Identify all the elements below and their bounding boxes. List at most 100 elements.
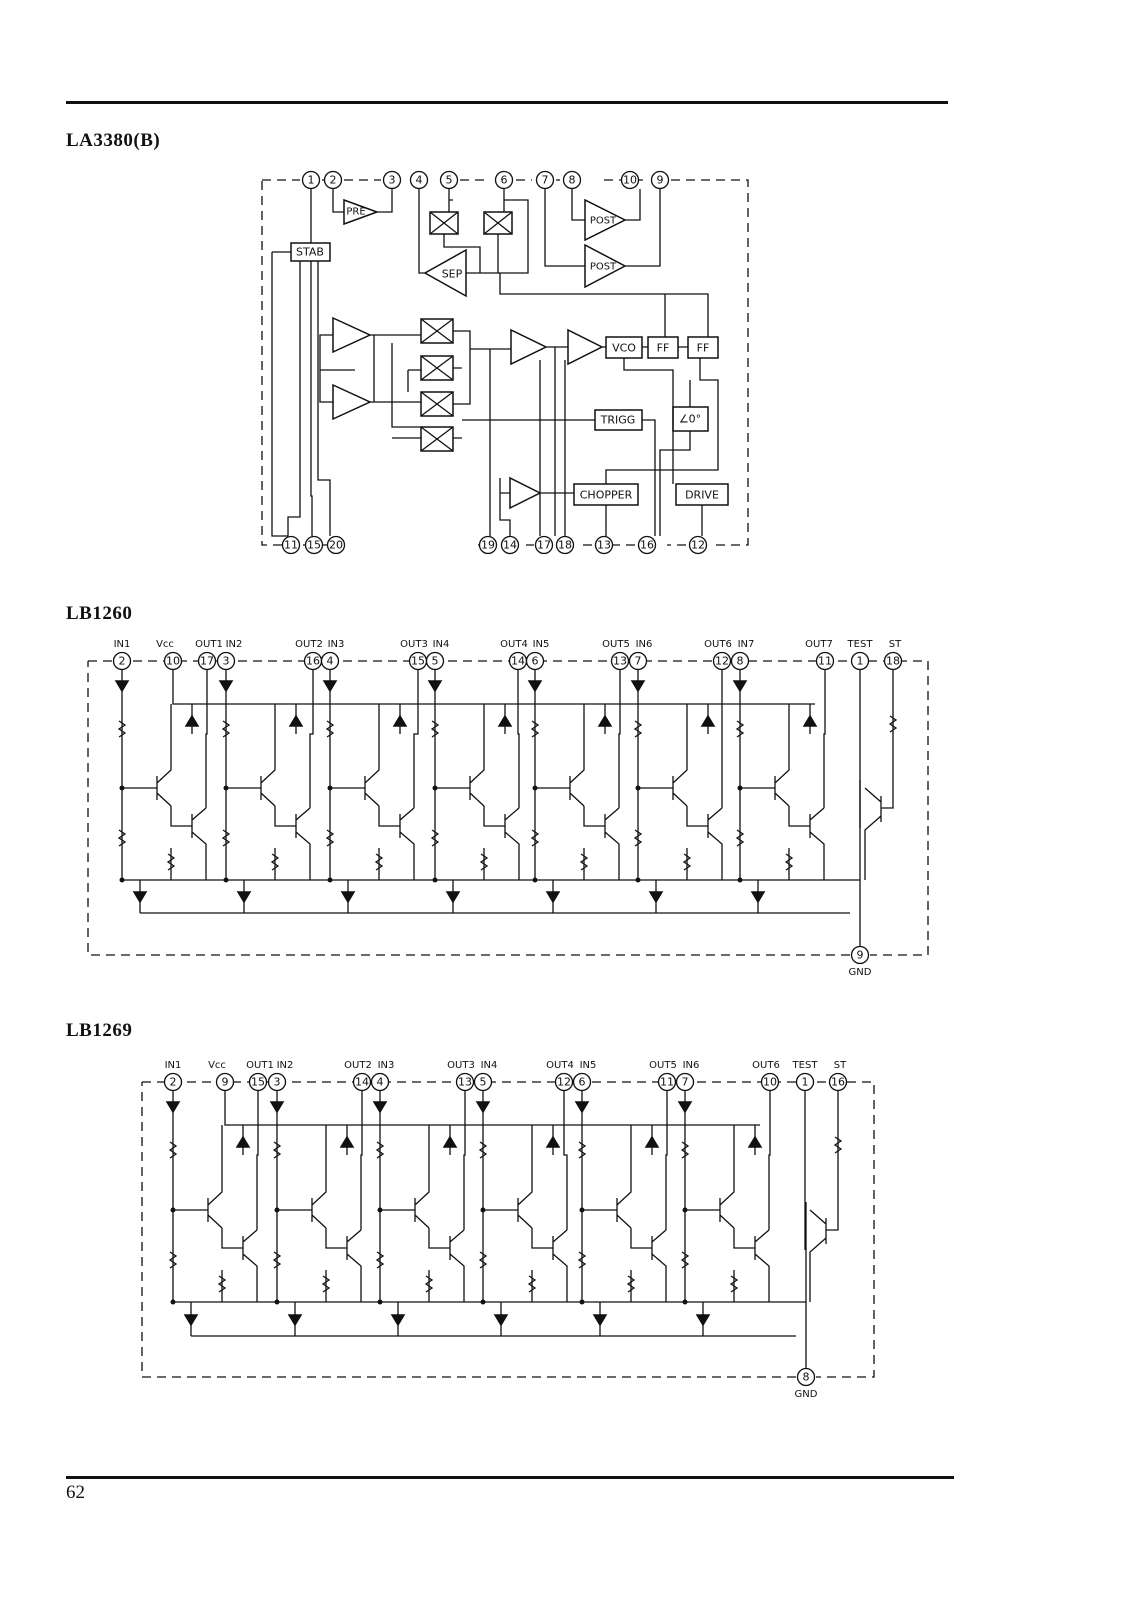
lb1269-pin-label: Vcc bbox=[208, 1060, 226, 1071]
la3380-top-pin-number: 8 bbox=[569, 174, 576, 187]
lb1260-pin-number: 2 bbox=[119, 655, 126, 668]
lb1269-pin-number: 3 bbox=[274, 1076, 281, 1089]
la3380-bottom-pin-number: 11 bbox=[284, 539, 298, 552]
lb1260-pin-label: OUT3 bbox=[400, 639, 428, 650]
lb1260-pin: 7 bbox=[628, 651, 648, 671]
lb1260-pin: 3 bbox=[216, 651, 236, 671]
post2-label: POST bbox=[590, 262, 617, 273]
lb1260-pin-number: 17 bbox=[200, 655, 214, 668]
lb1260-pin: 16 bbox=[303, 651, 323, 671]
lb1260-pin-label: IN6 bbox=[636, 639, 653, 650]
lb1269-pin-label: OUT4 bbox=[546, 1060, 574, 1071]
la3380-top-pin: 7 bbox=[535, 170, 555, 190]
bottom-rule bbox=[66, 1476, 954, 1479]
lb1269-pin-label: OUT3 bbox=[447, 1060, 475, 1071]
lb1269-title: LB1269 bbox=[66, 1020, 133, 1041]
lb1260-pin: 8 bbox=[730, 651, 750, 671]
lb1269-pin-number: 13 bbox=[458, 1076, 472, 1089]
pre-label: PRE bbox=[346, 207, 365, 218]
la3380-top-pin: 8 bbox=[562, 170, 582, 190]
lb1269-pin: 15 bbox=[248, 1072, 268, 1092]
lb1269-pin-number: 4 bbox=[377, 1076, 384, 1089]
lb1269-pin: 13 bbox=[455, 1072, 475, 1092]
lb1260-pin-number: 14 bbox=[511, 655, 525, 668]
lb1260-pin-label: IN1 bbox=[114, 639, 131, 650]
lb1260-pin-number: 3 bbox=[223, 655, 230, 668]
la3380-top-pin: 3 bbox=[382, 170, 402, 190]
lb1269-pin-number: 14 bbox=[355, 1076, 369, 1089]
trigg-block: TRIGG bbox=[594, 409, 643, 431]
lb1260-pin: 1 bbox=[850, 651, 870, 671]
lb1269-pin-number: 15 bbox=[251, 1076, 265, 1089]
lb1260-pin-label: IN7 bbox=[738, 639, 755, 650]
lb1269-pin-number: 10 bbox=[763, 1076, 777, 1089]
lb1269-pin: 7 bbox=[675, 1072, 695, 1092]
lb1269-pin-number: 7 bbox=[682, 1076, 689, 1089]
sep-label: SEP bbox=[442, 268, 463, 281]
lb1260-body: 2IN110Vcc17OUT13IN216OUT24IN315OUT35IN41… bbox=[87, 639, 929, 978]
lb1260-pin: 4 bbox=[320, 651, 340, 671]
ff-block-2: FF bbox=[687, 336, 719, 359]
lb1260-pin: 17 bbox=[197, 651, 217, 671]
lb1260-title: LB1260 bbox=[66, 603, 133, 624]
lb1260-pin: 2 bbox=[112, 651, 132, 671]
la3380-top-pin: 4 bbox=[409, 170, 429, 190]
lb1260-pin-number: 13 bbox=[613, 655, 627, 668]
lb1260-pin: 14 bbox=[508, 651, 528, 671]
la3380-top-pin: 10 bbox=[620, 170, 640, 190]
vco-label: VCO bbox=[612, 342, 636, 355]
lb1260-pin-number: 18 bbox=[886, 655, 900, 668]
lb1260-pin-number: 5 bbox=[432, 655, 439, 668]
lb1269-pin: 4 bbox=[370, 1072, 390, 1092]
lb1260-pin-label: TEST bbox=[847, 639, 874, 650]
la3380-bottom-pin: 18 bbox=[555, 535, 575, 555]
multiplier-top-left bbox=[429, 211, 459, 235]
la3380-top-pin-number: 7 bbox=[542, 174, 549, 187]
lb1269-pin-label: OUT2 bbox=[344, 1060, 372, 1071]
lb1269-pin-label: IN6 bbox=[683, 1060, 700, 1071]
lb1269-package-outline bbox=[141, 1081, 875, 1378]
lb1269-gnd-pin: 8 bbox=[796, 1367, 816, 1387]
lb1260-pin-label: ST bbox=[889, 639, 902, 650]
la3380-top-pin: 9 bbox=[650, 170, 670, 190]
la3380-top-pin: 1 bbox=[301, 170, 321, 190]
lb1260-pin-number: 8 bbox=[737, 655, 744, 668]
lb1260-pin: 13 bbox=[610, 651, 630, 671]
lb1269-pin: 2 bbox=[163, 1072, 183, 1092]
phase-label: ∠0° bbox=[679, 413, 701, 426]
la3380-bottom-pin: 13 bbox=[594, 535, 614, 555]
lb1269-pin: 11 bbox=[657, 1072, 677, 1092]
lb1269-pin-number: 16 bbox=[831, 1076, 845, 1089]
la3380-bottom-pin: 15 bbox=[304, 535, 324, 555]
lb1260-pin-number: 10 bbox=[166, 655, 180, 668]
lb1260-pin-number: 11 bbox=[818, 655, 832, 668]
lb1269-pin-label: OUT6 bbox=[752, 1060, 780, 1071]
lb1260-pin-label: OUT2 bbox=[295, 639, 323, 650]
la3380-top-pin-number: 9 bbox=[657, 174, 664, 187]
lb1269-gnd-pin-number: 8 bbox=[803, 1371, 810, 1384]
drive-label: DRIVE bbox=[685, 489, 719, 502]
lb1260-pin-number: 6 bbox=[532, 655, 539, 668]
la3380-bottom-pin-number: 18 bbox=[558, 539, 572, 552]
la3380-top-pin: 6 bbox=[494, 170, 514, 190]
la3380-bottom-pin: 11 bbox=[281, 535, 301, 555]
lb1260-pin: 6 bbox=[525, 651, 545, 671]
lb1269-pin: 3 bbox=[267, 1072, 287, 1092]
la3380-bottom-pin-number: 12 bbox=[691, 539, 705, 552]
lb1269-pin-label: OUT5 bbox=[649, 1060, 677, 1071]
lb1269-pin-label: TEST bbox=[792, 1060, 819, 1071]
lb1260-pin-label: OUT4 bbox=[500, 639, 528, 650]
la3380-top-pin-number: 5 bbox=[446, 174, 453, 187]
lb1260-pin: 18 bbox=[883, 651, 903, 671]
lb1269-pin-label: OUT1 bbox=[246, 1060, 274, 1071]
chopper-label: CHOPPER bbox=[580, 489, 633, 502]
lb1260-pin-label: Vcc bbox=[156, 639, 174, 650]
lb1269-pin-number: 2 bbox=[170, 1076, 177, 1089]
lb1269-pin-label: IN5 bbox=[580, 1060, 597, 1071]
ff1-label: FF bbox=[657, 342, 670, 355]
lb1269-pin-number: 11 bbox=[660, 1076, 674, 1089]
la3380-bottom-pin: 20 bbox=[326, 535, 346, 555]
la3380-bottom-pin-number: 14 bbox=[503, 539, 517, 552]
